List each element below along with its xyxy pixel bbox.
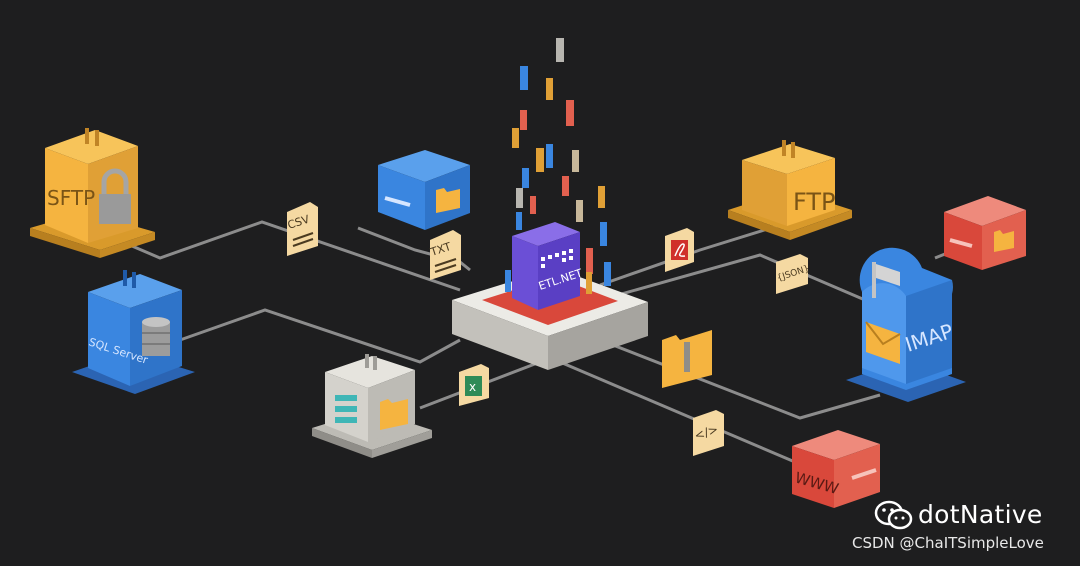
connector-imap bbox=[599, 338, 881, 420]
watermark-credit: CSDN @ChaITSimpleLove bbox=[852, 534, 1044, 552]
zip-file-badge bbox=[662, 330, 712, 388]
connector-ftp bbox=[599, 220, 791, 287]
mailbox-flag-icon bbox=[872, 262, 900, 298]
blue-folder-node bbox=[378, 150, 470, 230]
folder-icon bbox=[380, 399, 408, 430]
svg-text:TXT: TXT bbox=[428, 240, 453, 259]
connector-sftp bbox=[124, 220, 461, 292]
www-node: WWW bbox=[792, 430, 880, 508]
sftp-label: SFTP bbox=[47, 186, 95, 210]
sftp-node: SFTP bbox=[30, 128, 155, 258]
database-icon bbox=[142, 317, 170, 356]
connector-www bbox=[559, 360, 796, 464]
excel-icon: x bbox=[465, 376, 482, 396]
data-particles bbox=[505, 38, 611, 294]
csv-file-badge: CSV bbox=[286, 202, 318, 256]
red-folder-node bbox=[944, 196, 1026, 270]
etl-logo-icon bbox=[541, 249, 573, 268]
ftp-label: FTP bbox=[793, 188, 836, 216]
folder-icon bbox=[436, 188, 460, 213]
excel-file-badge: x bbox=[459, 364, 489, 406]
wechat-icon bbox=[874, 500, 914, 530]
code-file-badge: </> bbox=[693, 410, 724, 456]
ftp-node: FTP bbox=[728, 140, 852, 240]
imap-node: IMAP bbox=[846, 247, 966, 402]
connector-json bbox=[599, 253, 866, 302]
file-server-node bbox=[312, 354, 432, 458]
pdf-icon bbox=[671, 240, 688, 260]
zip-folder-icon bbox=[662, 330, 712, 388]
json-file-badge: {JSON} bbox=[776, 254, 811, 294]
connector-sqlserver bbox=[179, 308, 461, 364]
folder-icon bbox=[994, 230, 1014, 252]
svg-text:x: x bbox=[469, 380, 476, 394]
watermark-brand: dotNative bbox=[918, 500, 1043, 529]
envelope-icon bbox=[865, 321, 901, 364]
txt-file-badge: TXT bbox=[428, 230, 461, 280]
etl-core: ETL.NET bbox=[512, 222, 584, 310]
lock-icon bbox=[99, 168, 131, 224]
pdf-file-badge bbox=[665, 228, 694, 272]
sqlserver-node: SQL Server bbox=[72, 270, 195, 394]
